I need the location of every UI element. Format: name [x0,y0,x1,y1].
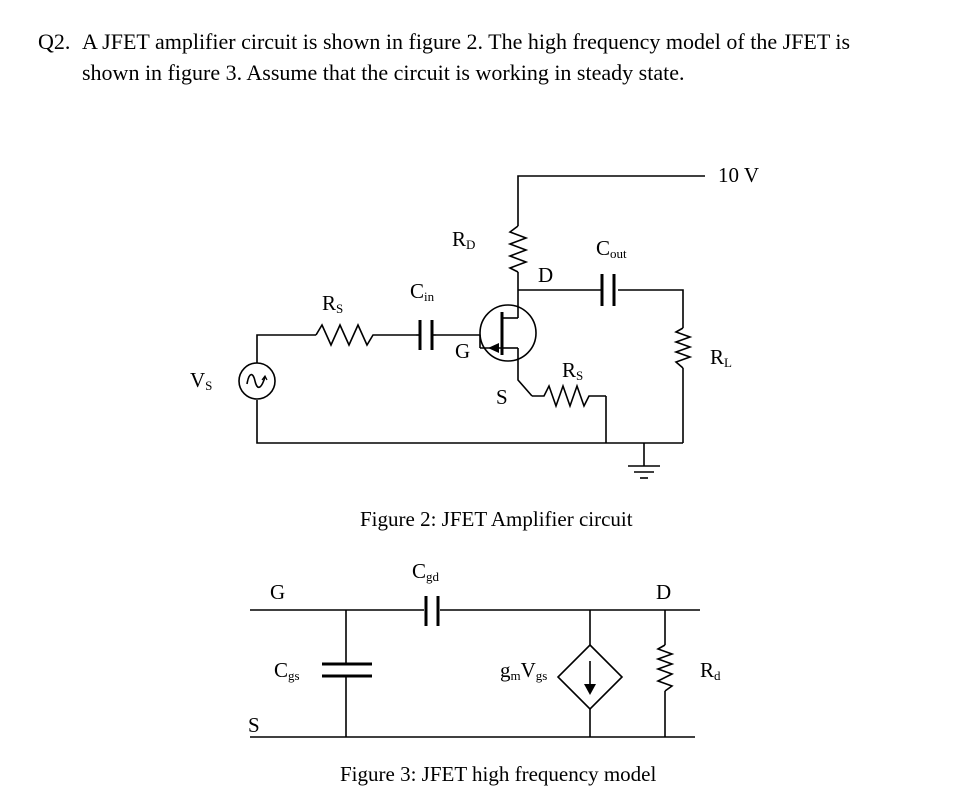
figure-2-wires [256,175,705,466]
rd-label: RD [452,227,475,252]
cin-label: Cin [410,279,435,304]
supply-voltage-label: 10 V [718,163,759,187]
figure-2-caption: Figure 2: JFET Amplifier circuit [360,507,633,531]
question-line-2: shown in figure 3. Assume that the circu… [82,60,685,85]
rd-resistor [507,225,529,273]
rs-source-label: RS [562,358,583,383]
cout-label: Cout [596,236,627,261]
d-node-label: D [656,580,671,604]
down-arrow-icon [584,684,596,695]
figure-3-wires [250,609,700,738]
cin-capacitor [418,320,434,350]
rl-label: RL [710,345,732,370]
question-text: Q2. A JFET amplifier circuit is shown in … [38,26,938,88]
vs-label: VS [190,368,212,393]
rd-output-resistor [655,644,675,692]
jfet-arrow-icon [488,343,499,353]
figure-3-caption: Figure 3: JFET high frequency model [340,762,656,786]
rl-resistor [673,327,693,369]
g-node-label: G [270,580,285,604]
gm-vgs-label: gmVgs [500,658,547,683]
question-line-1: A JFET amplifier circuit is shown in fig… [82,29,851,54]
cgs-capacitor [322,662,372,678]
rd-model-label: Rd [700,658,721,683]
voltage-source [238,362,276,400]
rs-source-resistor [532,383,606,409]
s-node-label: S [248,713,260,737]
jfet-transistor [479,304,537,362]
cgd-label: Cgd [412,559,440,584]
ground-symbol [628,465,660,479]
rs-input-resistor [315,323,416,347]
drain-terminal-label: D [538,263,553,287]
rs-input-label: RS [322,291,343,316]
dependent-current-source [556,643,624,711]
cgd-capacitor [424,596,440,626]
source-terminal-label: S [496,385,508,409]
cgs-label: Cgs [274,658,300,683]
gate-terminal-label: G [455,339,470,363]
question-number: Q2. [38,29,71,54]
cout-capacitor [600,274,616,306]
